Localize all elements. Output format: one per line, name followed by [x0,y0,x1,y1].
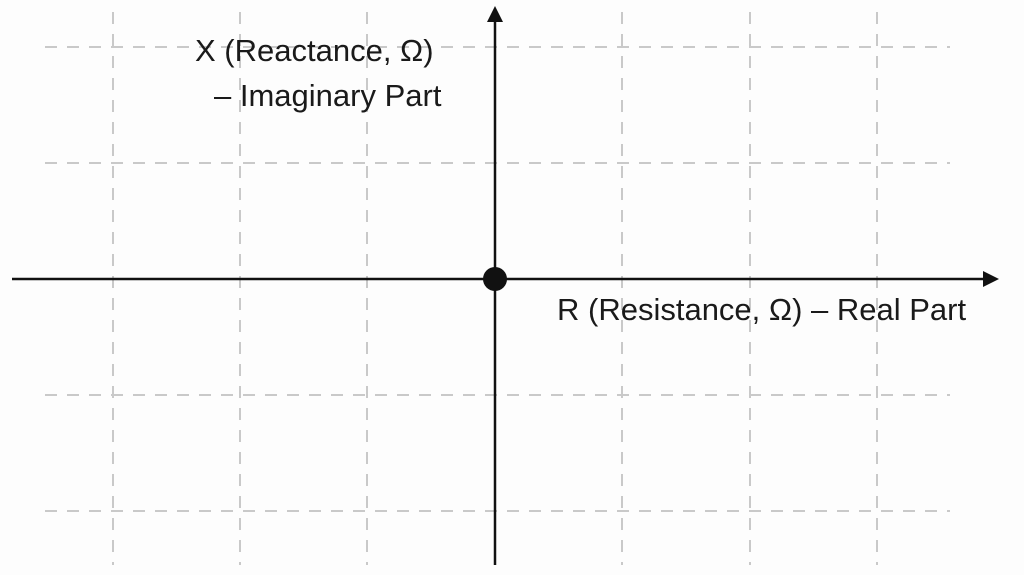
grid [45,12,950,565]
x-axis-label: R (Resistance, Ω) – Real Part [557,292,967,327]
y-axis-label-line1: X (Reactance, Ω) [195,33,434,68]
origin-point [483,267,507,291]
y-axis-arrow-icon [487,6,503,22]
x-axis-arrow-icon [983,271,999,287]
y-axis-label-line2: – Imaginary Part [214,78,442,113]
